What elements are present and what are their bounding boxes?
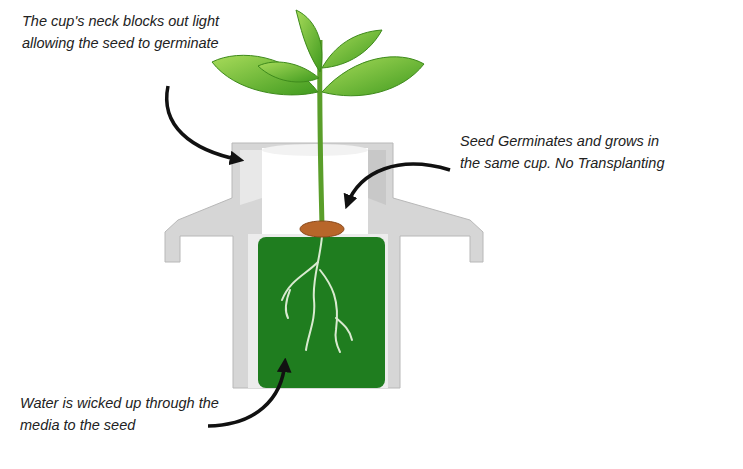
grow-media	[258, 237, 385, 388]
callout-arrow	[208, 362, 285, 426]
cup-neck-highlight	[240, 150, 262, 205]
leaf	[212, 55, 318, 95]
roots	[282, 236, 352, 352]
cup-body-cavity	[248, 234, 388, 388]
cup-neck-highlight	[368, 150, 386, 205]
callout-text: Water is wicked up through the media to …	[20, 392, 225, 436]
leaf	[258, 62, 319, 82]
callout-arrow	[347, 164, 450, 205]
callout-text: The cup's neck blocks out light allowing…	[22, 10, 254, 54]
leaf	[296, 10, 322, 72]
seed	[300, 221, 344, 237]
callout-text: Seed Germinates and grows in the same cu…	[460, 130, 675, 174]
cup-opening	[262, 144, 368, 156]
callout-arrow	[167, 86, 240, 160]
cup-shell	[165, 143, 483, 388]
leaf	[322, 30, 382, 68]
